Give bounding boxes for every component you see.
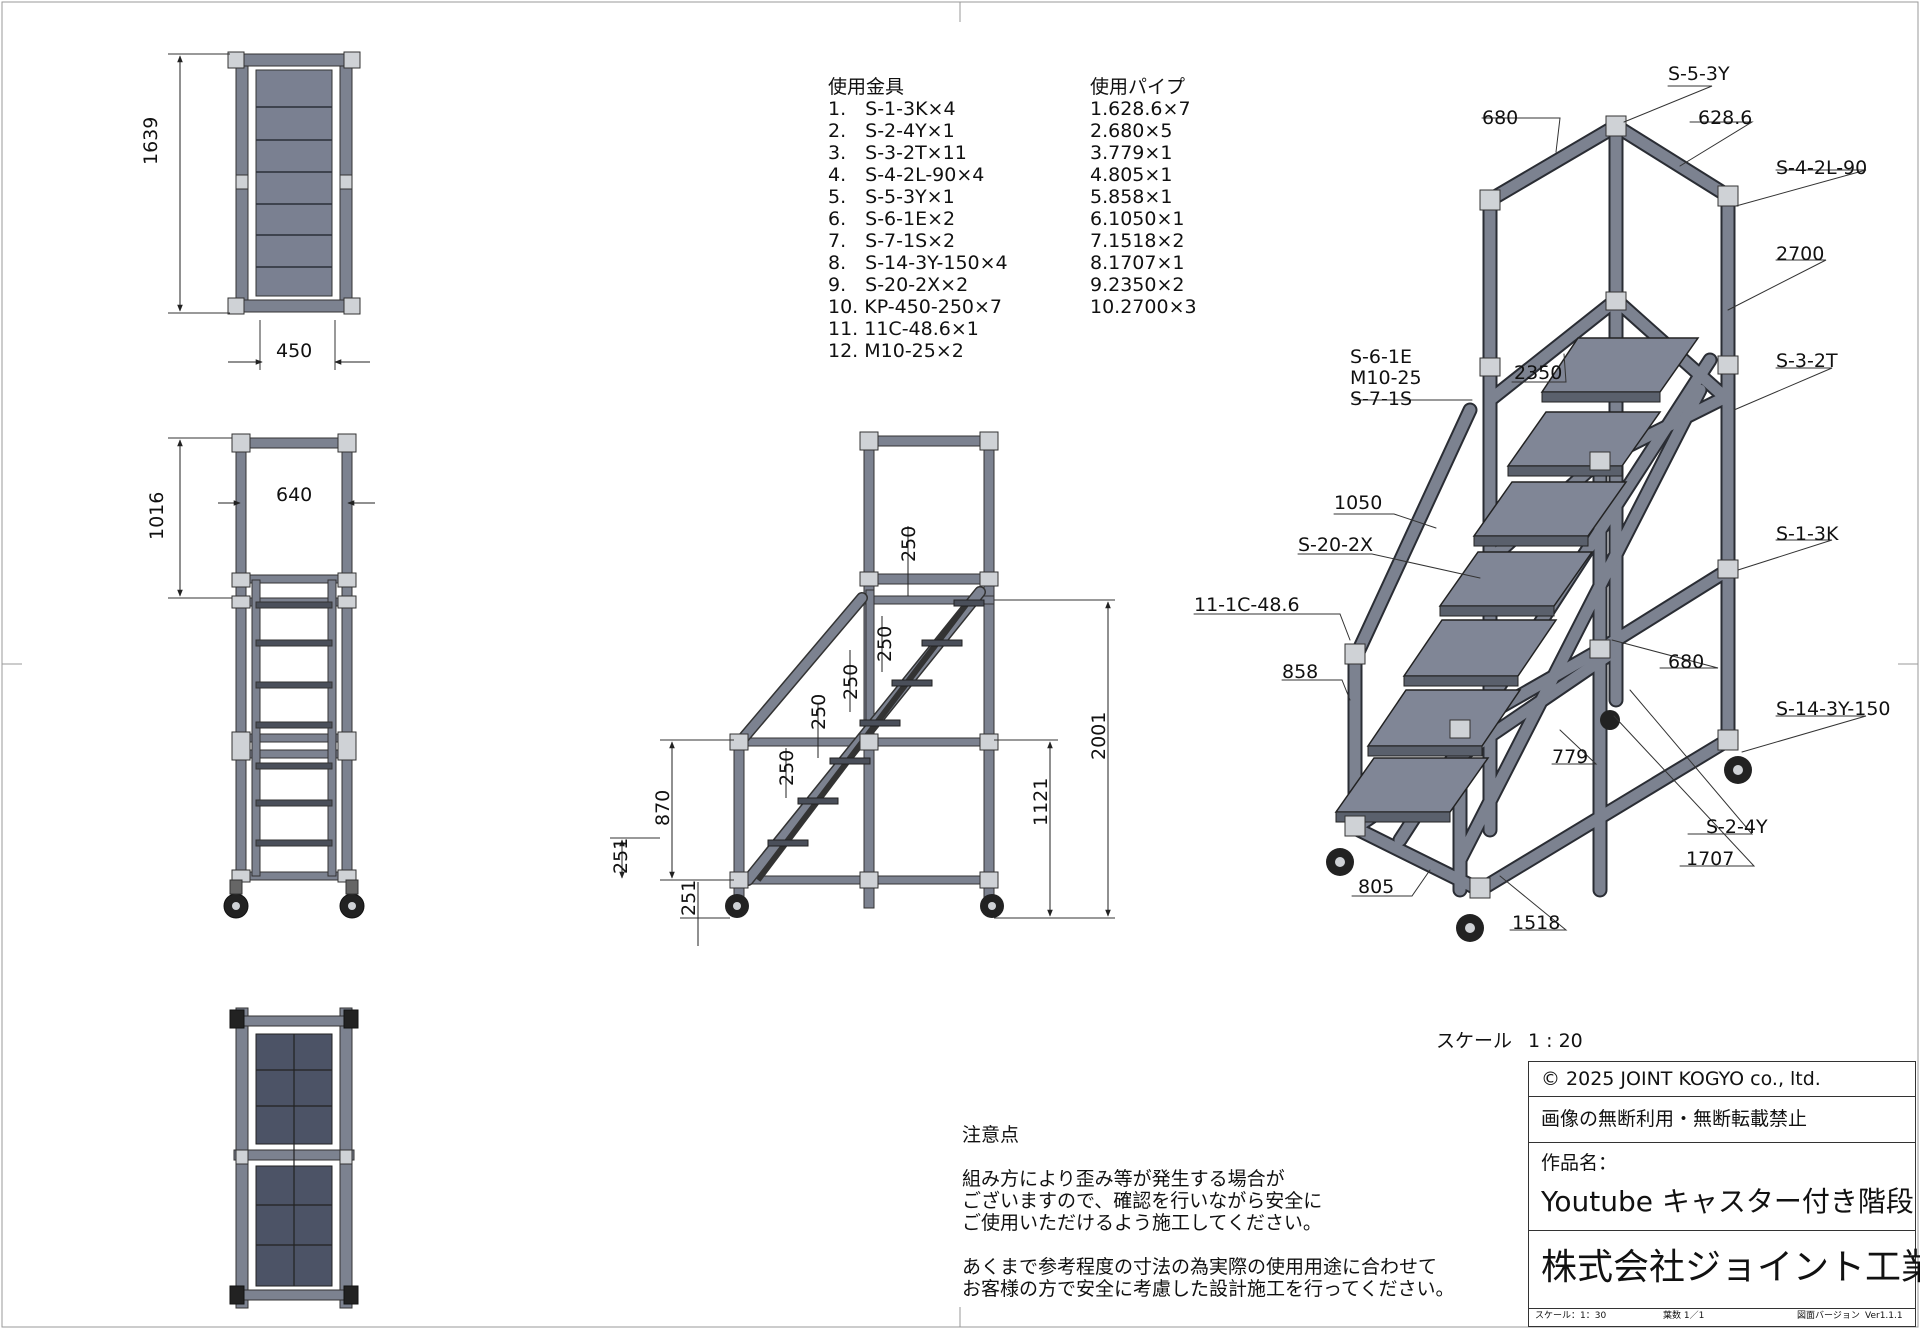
fitting-item: 2. S-2-4Y×1 [828,120,955,142]
notice: 画像の無断利用・無断転載禁止 [1541,1108,1808,1130]
label-680-mid: 680 [1668,651,1705,673]
fitting-item: 7. S-7-1S×2 [828,230,956,252]
copyright: © 2025 JOINT KOGYO co., ltd. [1541,1068,1821,1090]
note-line: ご使用いただけるよう施工してください。 [962,1212,1322,1234]
label-805: 805 [1358,876,1395,898]
dim-1121: 1121 [1030,777,1052,826]
label-s-4-2l-90: S-4-2L-90 [1776,157,1868,179]
label-1518: 1518 [1512,912,1561,934]
dim-251: 251 [610,837,632,874]
note-line: ございますので、確認を行いながら安全に [962,1190,1323,1212]
pipe-item: 2.680×5 [1090,120,1173,142]
scale-label: スケール [1436,1030,1513,1052]
pipe-item: 9.2350×2 [1090,274,1185,296]
scale-value: 1 : 20 [1528,1030,1583,1052]
pipe-item: 1.628.6×7 [1090,98,1191,120]
dim-640: 640 [276,484,313,506]
company-name: 株式会社ジョイント工業 [1541,1247,1920,1288]
pipe-item: 4.805×1 [1090,164,1173,186]
dim-1639: 1639 [140,116,162,165]
title-block: © 2025 JOINT KOGYO co., ltd. 画像の無断利用・無断転… [1528,1061,1920,1327]
dim-1016: 1016 [146,491,168,540]
pipes-list: 使用パイプ 1.628.6×7 2.680×5 3.779×1 4.805×1 … [1090,76,1197,318]
dim-251: 251 [678,879,700,916]
fitting-item: 11. 11C-48.6×1 [828,318,979,340]
dim-250: 250 [776,749,798,786]
dim-450: 450 [276,340,313,362]
front-view [168,433,375,919]
note-line: 組み方により歪み等が発生する場合が [962,1168,1285,1190]
dim-250: 250 [840,663,862,700]
label-1050: 1050 [1334,492,1383,514]
label-779: 779 [1552,746,1589,768]
side-view [610,431,1115,946]
pipe-item: 6.1050×1 [1090,208,1185,230]
label-1707: 1707 [1686,848,1735,870]
fitting-item: 9. S-20-2X×2 [828,274,969,296]
pipes-title: 使用パイプ [1090,76,1186,98]
label-628-6: 628.6 [1698,107,1753,129]
note-line: あくまで参考程度の寸法の為実際の使用用途に合わせて [962,1256,1438,1278]
dim-250: 250 [808,693,830,730]
fitting-item: 6. S-6-1E×2 [828,208,956,230]
version: Ver1.1.1 [1865,1311,1903,1321]
label-2700: 2700 [1776,243,1825,265]
label-2350: 2350 [1514,362,1563,384]
fitting-item: 4. S-4-2L-90×4 [828,164,985,186]
pipe-item: 3.779×1 [1090,142,1173,164]
version-label: 図面バージョン [1797,1311,1860,1321]
label-s-1-3k: S-1-3K [1776,523,1839,545]
pipe-item: 7.1518×2 [1090,230,1185,252]
work-label: 作品名： [1541,1152,1618,1174]
pipe-item: 8.1707×1 [1090,252,1185,274]
bottom-view [229,1007,359,1309]
fitting-item: 3. S-3-2T×11 [828,142,967,164]
label-11-1c-48-6: 11-1C-48.6 [1194,594,1300,616]
dim-250: 250 [898,525,920,562]
iso-view [1193,85,1867,942]
label-680-top: 680 [1482,107,1519,129]
dim-870: 870 [652,789,674,826]
pipe-item: 5.858×1 [1090,186,1173,208]
label-s-2-4y: S-2-4Y [1706,816,1768,838]
label-858: 858 [1282,661,1319,683]
fitting-item: 12. M10-25×2 [828,340,964,362]
fittings-title: 使用金具 [828,76,905,98]
label-m10-25: M10-25 [1350,367,1422,389]
fitting-item: 1. S-1-3K×4 [828,98,956,120]
top-view [168,51,370,370]
label-s-20-2x: S-20-2X [1298,534,1374,556]
pipe-item: 10.2700×3 [1090,296,1197,318]
dim-250: 250 [874,625,896,662]
fitting-item: 8. S-14-3Y-150×4 [828,252,1008,274]
label-s-5-3y: S-5-3Y [1668,63,1730,85]
label-s-14-3y-150: S-14-3Y-150 [1776,698,1891,720]
label-s-3-2t: S-3-2T [1776,350,1838,372]
label-s-7-1s: S-7-1S [1350,388,1413,410]
scale-small: スケール：1：30 [1535,1311,1607,1321]
fitting-item: 5. S-5-3Y×1 [828,186,955,208]
work-name: Youtube キャスター付き階段 [1541,1185,1914,1218]
fittings-list: 使用金具 1. S-1-3K×4 2. S-2-4Y×1 3. S-3-2T×1… [828,76,1008,362]
note-line: お客様の方で安全に考慮した設計施工を行ってください。 [962,1278,1455,1300]
label-s-6-1e: S-6-1E [1350,346,1412,368]
dim-2001: 2001 [1088,711,1110,760]
notes-title: 注意点 [962,1124,1020,1146]
notes: 注意点 組み方により歪み等が発生する場合が ございますので、確認を行いながら安全… [962,1124,1454,1300]
sheet-number: 葉数 1／1 [1663,1311,1705,1321]
fitting-item: 10. KP-450-250×7 [828,296,1003,318]
